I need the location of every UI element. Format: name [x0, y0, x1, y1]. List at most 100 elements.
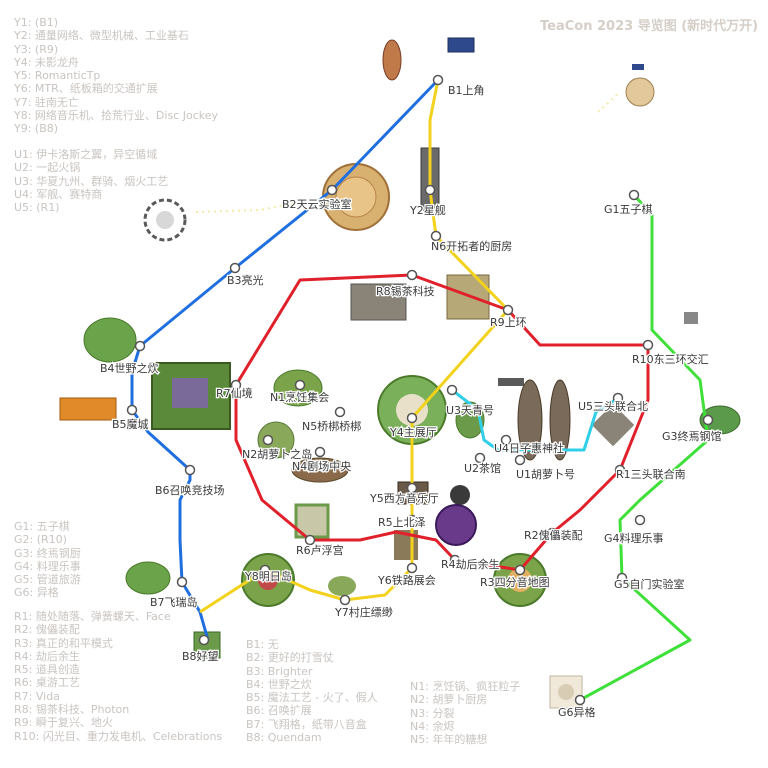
station-marker[interactable] [616, 572, 628, 584]
legend-row: R4: 劫后余生 [14, 649, 80, 663]
station[interactable]: N6开拓者的厨房 [430, 230, 513, 254]
legend-row: U3: 华夏九州、群骑、烟火工艺 [14, 174, 169, 188]
station[interactable]: U4日子惠神社 [493, 434, 565, 456]
station[interactable]: B6召唤竞技场 [154, 464, 226, 498]
station[interactable]: B3亮光 [226, 262, 265, 288]
line-green-path [579, 193, 710, 702]
build-thumbnail [125, 561, 171, 595]
station-marker[interactable] [574, 694, 586, 706]
station[interactable]: B8好望 [181, 634, 220, 664]
station-marker[interactable] [406, 412, 418, 424]
station-label: N4剧场中央 [292, 459, 351, 473]
station-marker[interactable] [294, 379, 306, 391]
build-thumbnail [684, 312, 698, 324]
station[interactable]: N5桥梆桥梆 [301, 406, 362, 434]
station-marker[interactable] [314, 446, 326, 458]
station-marker[interactable] [634, 514, 646, 526]
station[interactable]: Y2星舰 [408, 184, 447, 218]
station-marker[interactable] [176, 576, 188, 588]
station[interactable]: G1五子棋 [603, 189, 654, 217]
station[interactable]: G6异格 [557, 694, 597, 720]
legend-row: B2: 更好的打雪仗 [246, 651, 334, 665]
station[interactable]: N2胡萝卜之岛 [241, 434, 313, 462]
station[interactable]: R3四分音地图 [479, 564, 551, 590]
station-marker[interactable] [514, 564, 526, 576]
build-thumbnails [59, 37, 741, 709]
legend-row: G4: 料理乐事 [14, 559, 81, 573]
station-marker[interactable] [424, 184, 436, 196]
station-marker[interactable] [198, 634, 210, 646]
station[interactable]: G5自门实验室 [613, 572, 686, 592]
station[interactable]: Y5西方音乐厅 [368, 482, 440, 506]
station[interactable]: G4料理乐事 [603, 514, 665, 546]
station-marker[interactable] [642, 339, 654, 351]
station[interactable]: R2傀儡装配 [523, 527, 584, 544]
station-marker[interactable] [514, 454, 526, 466]
legend-row: U1: 伊卡洛斯之翼，异空循域 [14, 148, 158, 161]
station-marker[interactable] [126, 404, 138, 416]
station-marker[interactable] [406, 482, 418, 494]
station[interactable]: U3天青号 [445, 384, 495, 418]
station[interactable]: Y7村庄缥缈 [333, 594, 394, 620]
station[interactable]: B5魔城 [111, 404, 150, 432]
station[interactable]: Y8明日岛 [243, 564, 293, 584]
build-thumbnail [350, 283, 407, 321]
station-marker[interactable] [184, 464, 196, 476]
station-marker[interactable] [546, 527, 558, 539]
station-marker[interactable] [134, 340, 146, 352]
station-marker[interactable] [502, 304, 514, 316]
station[interactable]: U5三头联合北 [577, 392, 649, 414]
station-marker[interactable] [474, 452, 486, 464]
station[interactable]: B2天云实验室 [281, 184, 353, 212]
station[interactable]: G3终焉钢馆 [661, 414, 723, 444]
station-marker[interactable] [230, 379, 242, 391]
station-marker[interactable] [229, 262, 241, 274]
station-marker[interactable] [449, 554, 461, 566]
station[interactable]: R10东三环交汇 [631, 339, 710, 367]
legend-row: R8: 锡茶科技、Photon [14, 703, 130, 717]
station-label: G4料理乐事 [604, 531, 664, 545]
station[interactable]: Y6铁路展会 [376, 562, 437, 588]
legend-row: R9: 瞬于复兴、地火 [14, 716, 113, 730]
station[interactable]: B4世野之炊 [99, 340, 160, 376]
station[interactable]: R1三头联合南 [614, 464, 687, 482]
legend-row: N2: 胡萝卜厨房 [410, 693, 488, 707]
station-marker[interactable] [614, 464, 626, 476]
station[interactable]: Y4主展厅 [388, 412, 438, 440]
station-marker[interactable] [500, 434, 512, 446]
station-marker[interactable] [334, 406, 346, 418]
legend-row: N3: 分裂 [410, 706, 455, 720]
station[interactable]: R7仙境 [215, 379, 254, 401]
station[interactable]: U2茶馆 [463, 452, 502, 476]
station[interactable]: R6卢浮宫 [295, 534, 345, 558]
station-marker[interactable] [702, 414, 714, 426]
station[interactable]: N1烹饪集会 [269, 379, 330, 405]
station[interactable]: R5上北泽 [377, 514, 427, 530]
station[interactable]: U1胡萝卜号 [514, 454, 576, 482]
station-marker[interactable] [326, 184, 338, 196]
station-marker[interactable] [406, 562, 418, 574]
station-marker[interactable] [406, 269, 418, 281]
station-marker[interactable] [628, 189, 640, 201]
station-marker[interactable] [259, 564, 271, 576]
legend-row: Y5: RomanticTp [14, 69, 101, 83]
station-marker[interactable] [612, 392, 624, 404]
station[interactable]: R4劫后余生 [440, 554, 501, 572]
legend-row: Y4: 未影龙舟 [14, 55, 79, 69]
build-thumbnail [450, 485, 470, 505]
station[interactable]: R8锡茶科技 [375, 269, 436, 299]
station-marker[interactable] [406, 514, 418, 526]
station[interactable]: B7飞瑞岛 [149, 576, 199, 610]
station[interactable]: N4剧场中央 [291, 446, 352, 474]
station-marker[interactable] [430, 230, 442, 242]
station[interactable]: B1上角 [432, 74, 486, 98]
station-marker[interactable] [304, 534, 316, 546]
legend-blue: B1: 无 B2: 更好的打雪仗 B3: Brighter B4: 世野之炊 B… [246, 638, 378, 744]
station[interactable]: R9上环 [489, 304, 528, 330]
station-marker[interactable] [432, 74, 444, 86]
station-marker[interactable] [446, 384, 458, 396]
station-marker[interactable] [262, 434, 274, 446]
station-marker[interactable] [339, 594, 351, 606]
build-thumbnail [549, 379, 571, 461]
